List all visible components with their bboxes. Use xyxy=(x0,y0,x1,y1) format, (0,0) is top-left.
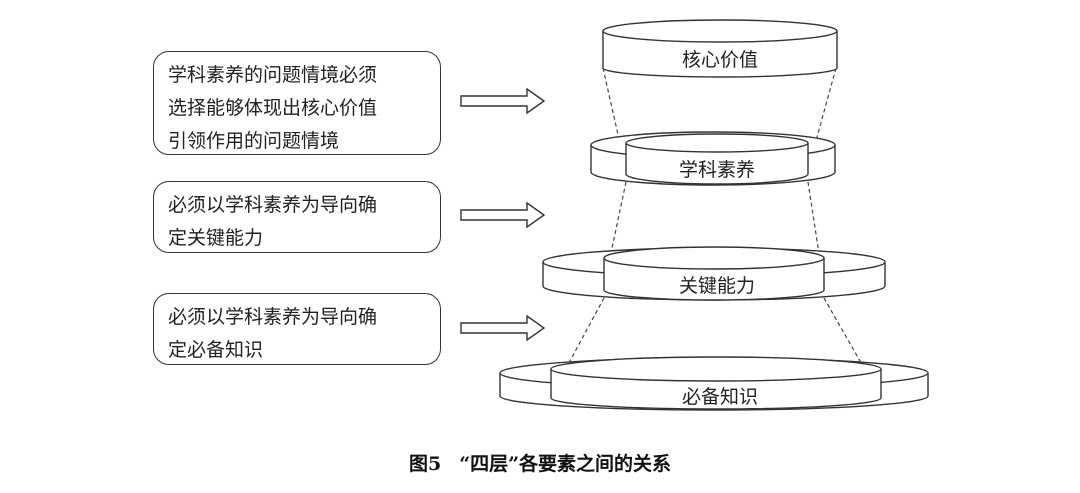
rule-text-line: 必须以学科素养为导向确 xyxy=(168,306,378,328)
layer-subject-literacy: 学科素养 xyxy=(590,131,836,186)
layer-label-key-ability: 关键能力 xyxy=(679,275,755,297)
arrow-icon xyxy=(460,314,546,342)
layer-label-subject-literacy: 学科素养 xyxy=(679,159,755,181)
dashed-connector-lines xyxy=(550,67,881,397)
layer-label-core-value: 核心价值 xyxy=(682,49,758,71)
layer-key-ability: 关键能力 xyxy=(542,246,886,301)
rule-text-line: 引领作用的问题情境 xyxy=(168,130,340,152)
rule-text-line: 定必备知识 xyxy=(168,339,264,361)
layer-label-essential-knowledge: 必备知识 xyxy=(682,386,758,408)
rule-box-key-ability: 必须以学科素养为导向确 定关键能力 xyxy=(153,181,441,253)
layer-essential-knowledge: 必备知识 xyxy=(499,356,929,411)
rule-text-line: 必须以学科素养为导向确 xyxy=(168,194,378,216)
arrow-icon xyxy=(460,87,546,115)
rule-box-core-value: 学科素养的问题情境必须 选择能够体现出核心价值 引领作用的问题情境 xyxy=(153,51,441,155)
layer-core-value: 核心价值 xyxy=(602,19,838,78)
rule-text-line: 选择能够体现出核心价值 xyxy=(168,97,378,119)
rule-text-line: 定关键能力 xyxy=(168,227,264,249)
figure-caption: 图5 “四层”各要素之间的关系 xyxy=(0,449,1080,476)
rule-box-essential-knowledge: 必须以学科素养为导向确 定必备知识 xyxy=(153,293,441,365)
figure-number: 图5 xyxy=(408,453,442,475)
rule-text-line: 学科素养的问题情境必须 xyxy=(168,64,378,86)
arrow-icon xyxy=(460,201,546,229)
figure-title: “四层”各要素之间的关系 xyxy=(459,453,672,475)
